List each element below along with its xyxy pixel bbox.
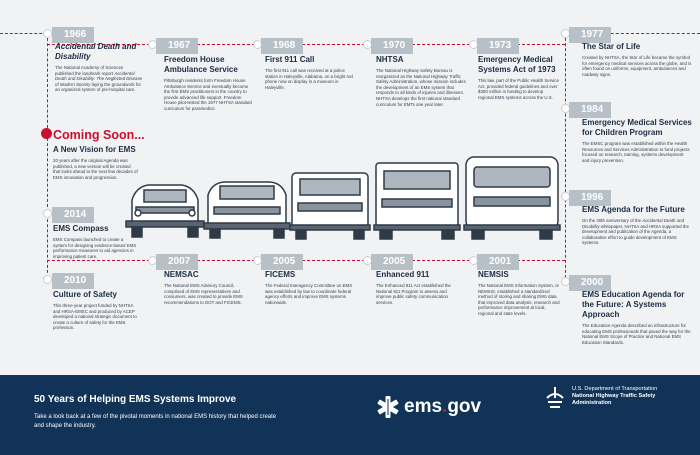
event-body: The first 911 call was received at a pol… [265,68,353,90]
year-badge-2010: 2010 [52,273,95,289]
event-body: The EMSC program was established within … [582,141,690,163]
year-badge-2001: 2001 [477,254,520,270]
event-2005b: Enhanced 911 The Enhanced 911 Act establ… [376,270,462,305]
timeline-dot-coming [41,128,52,139]
box-ambulance [373,162,461,240]
event-1996: EMS Agenda for the Future On the 30th an… [582,205,692,246]
event-title: Emergency Medical Services for Children … [582,118,692,137]
event-title: NEMSAC [164,270,199,279]
ambulance-illustrations [125,156,561,240]
event-title: EMS Compass [53,224,109,233]
ems-gov-logo[interactable]: ems.gov [377,395,481,419]
event-coming-soon: A New Vision for EMS 20 years after the … [53,145,138,180]
event-title: EMS Education Agenda for the Future: A S… [582,290,685,319]
event-body: This three-year project funded by NHTSA … [53,303,137,331]
event-body: On the 30th anniversary of the Accidenta… [582,218,689,246]
event-title: FICEMS [265,270,296,279]
event-1967: Freedom House Ambulance Service Pittsbur… [164,55,252,112]
event-2014: EMS Compass EMS Compass launched to crea… [53,224,138,259]
event-1966: Accidental Death and Disability The Nati… [55,42,143,93]
year-badge-1970: 1970 [371,38,414,54]
timeline-dot-1966 [43,29,52,38]
event-1977: The Star of Life Created by NHTSA, the S… [582,42,692,77]
event-title: Culture of Safety [53,290,118,299]
event-title: The Star of Life [582,42,641,51]
timeline-dot-2014 [43,209,52,218]
star-of-life-icon [377,396,399,418]
event-body: Created by NHTSA, the Star of Life becam… [582,55,692,77]
event-title: NHTSA [376,55,404,64]
event-body: The National Highway Safety Bureau is re… [376,68,466,107]
event-body: The National Academy of Sciences publish… [55,65,143,93]
year-badge-2000: 2000 [569,275,612,291]
event-2007: NEMSAC The National EMS Advisory Council… [164,270,250,305]
event-body: 20 years after the original Agenda was p… [53,158,138,180]
timeline-dot-2010 [43,275,52,284]
year-badge-1996: 1996 [569,190,612,206]
event-2010: Culture of Safety This three-year projec… [53,290,138,331]
event-title: EMS Agenda for the Future [582,205,685,214]
event-body: The Enhanced 911 Act established the Nat… [376,283,451,305]
year-badge-1966: 1966 [52,27,95,43]
agency-line-2: National Highway Traffic Safety [572,393,656,400]
event-body: This law, part of the Public Health Serv… [478,78,560,100]
event-2005a: FICEMS The Federal Interagency Committee… [265,270,355,305]
event-1984: Emergency Medical Services for Children … [582,118,692,163]
year-badge-2014: 2014 [52,207,95,223]
event-1968: First 911 Call The first 911 call was re… [265,55,355,90]
footer-banner [0,375,700,455]
van-ambulance [289,172,371,240]
station-wagon-ambulance [203,181,291,239]
event-body: The National EMS Advisory Council, compr… [164,283,243,305]
event-body: The Federal Interagency Committee on EMS… [265,283,353,305]
footer-subtitle: Take a look back at a few of the pivotal… [34,414,277,429]
event-title: Enhanced 911 [376,270,430,279]
event-body: The Education Agenda described an infras… [582,323,691,345]
year-badge-1973: 1973 [477,38,520,54]
agency-line-3: Administration [572,400,612,407]
event-title: First 911 Call [265,55,315,64]
event-body: Pittsburgh residents form Freedom House … [164,78,252,111]
vintage-car-ambulance [125,184,205,238]
dot-emblem-icon [546,387,564,408]
footer-title: 50 Years of Helping EMS Systems Improve [34,394,237,405]
year-badge-1977: 1977 [569,27,612,43]
event-title: Freedom House Ambulance Service [164,55,238,74]
usdot-nhtsa-logo[interactable]: U.S. Department of Transportation Nation… [545,386,657,412]
event-title: Emergency Medical Systems Act of 1973 [478,55,556,74]
agency-line-1: U.S. Department of Transportation [572,386,658,392]
event-body: The National EMS Information System, or … [478,283,560,316]
modern-ambulance [463,156,561,240]
year-badge-2007: 2007 [156,254,199,270]
agency-name: U.S. Department of Transportation Nation… [572,386,657,408]
ems-gov-wordmark: ems.gov [404,396,482,417]
event-title: A New Vision for EMS [53,145,136,154]
event-title: NEMSIS [478,270,509,279]
year-badge-2005a: 2005 [261,254,304,270]
year-badge-1967: 1967 [156,38,199,54]
year-badge-1984: 1984 [569,102,612,118]
event-1970: NHTSA The National Highway Safety Bureau… [376,55,468,107]
timeline-panel: 1966 1967 1968 1970 1973 1977 1984 1996 … [0,27,700,345]
year-badge-1968: 1968 [261,38,304,54]
year-badge-2005b: 2005 [371,254,414,270]
event-2000: EMS Education Agenda for the Future: A S… [582,290,692,345]
event-2001: NEMSIS The National EMS Information Syst… [478,270,562,317]
event-1973: Emergency Medical Systems Act of 1973 Th… [478,55,560,100]
coming-soon-heading: Coming Soon... [53,128,145,142]
event-title: Accidental Death and Disability [55,42,137,61]
event-body: EMS Compass launched to create a system … [53,237,137,259]
